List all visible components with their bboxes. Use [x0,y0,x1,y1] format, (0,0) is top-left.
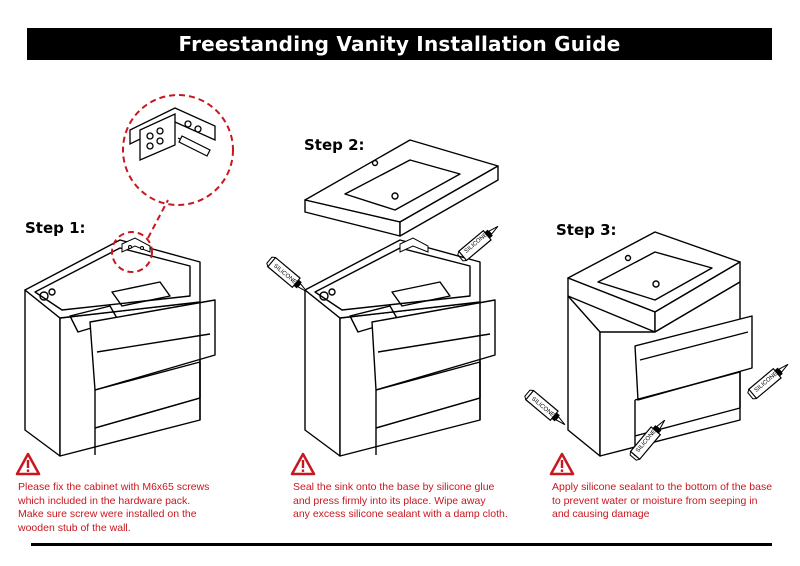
step-1-label: Step 1: [25,219,86,237]
step-3-note-line: to prevent water or moisture from seepin… [552,494,758,507]
step-1-note-line: wooden stub of the wall. [18,521,131,534]
bracket-icon [399,237,429,253]
step-2-note: Seal the sink onto the base by silicone … [293,481,508,522]
step-3-label: Step 3: [556,221,617,239]
step-2-note-line: any excess silicone sealant with a damp … [293,508,508,520]
warning-triangle-icon [549,452,575,476]
step-1-note-line: Please fix the cabinet with M6x65 screws [18,481,210,493]
step-3-note-line: Apply silicone sealant to the bottom of … [552,481,773,493]
step-3-note: Apply silicone sealant to the bottom of … [552,481,772,522]
bracket-icon [121,237,151,253]
bottom-divider [31,543,772,546]
step-1-note: Please fix the cabinet with M6x65 screws… [18,481,209,535]
screw-icon [177,135,211,157]
step-2-cabinet-drawing [304,239,496,457]
bracket-icon [129,107,216,161]
step-2-note-line: and press firmly into its place. Wipe aw… [293,494,486,507]
step-2-note-line: Seal the sink onto the base by silicone … [293,481,495,493]
step-1-cabinet-drawing [24,239,216,457]
step-3-assembled-drawing [567,231,753,457]
warning-triangle-icon [290,452,316,476]
warning-triangle-icon [15,452,41,476]
step-1-note-line: Make sure screw were installed on the [18,508,197,520]
step-3-note-line: and causing damage [552,508,650,520]
step-2-label: Step 2: [304,136,365,154]
step-1-note-line: which included in the hardware pack. [18,494,191,507]
page-title: Freestanding Vanity Installation Guide [27,28,772,60]
step-2-sink-drawing [304,139,499,237]
